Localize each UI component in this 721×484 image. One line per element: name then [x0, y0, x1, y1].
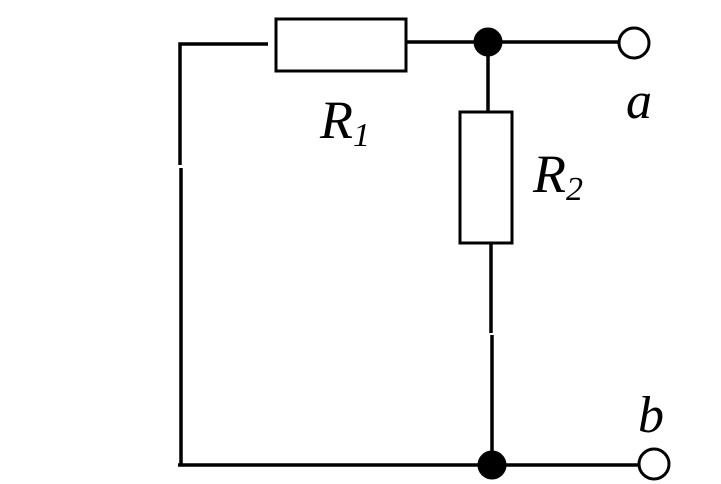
- junction-node-bottom: [477, 450, 507, 480]
- resistor-r1: [274, 17, 408, 73]
- junction-node-top: [473, 27, 503, 57]
- label-terminal-b: b: [638, 387, 664, 444]
- label-r2-subscript: 2: [566, 171, 583, 208]
- label-r2-letter: R: [532, 144, 566, 204]
- label-terminal-a: a: [626, 73, 652, 130]
- label-r1: R1: [319, 90, 370, 154]
- wire-left-loop: [178, 42, 268, 165]
- terminal-b: [637, 447, 671, 481]
- label-r2: R2: [532, 144, 583, 208]
- wires: [178, 40, 641, 467]
- terminal-a: [617, 26, 651, 60]
- label-r1-subscript: 1: [353, 117, 370, 154]
- resistor-r2: [458, 110, 514, 245]
- label-r1-letter: R: [319, 90, 353, 150]
